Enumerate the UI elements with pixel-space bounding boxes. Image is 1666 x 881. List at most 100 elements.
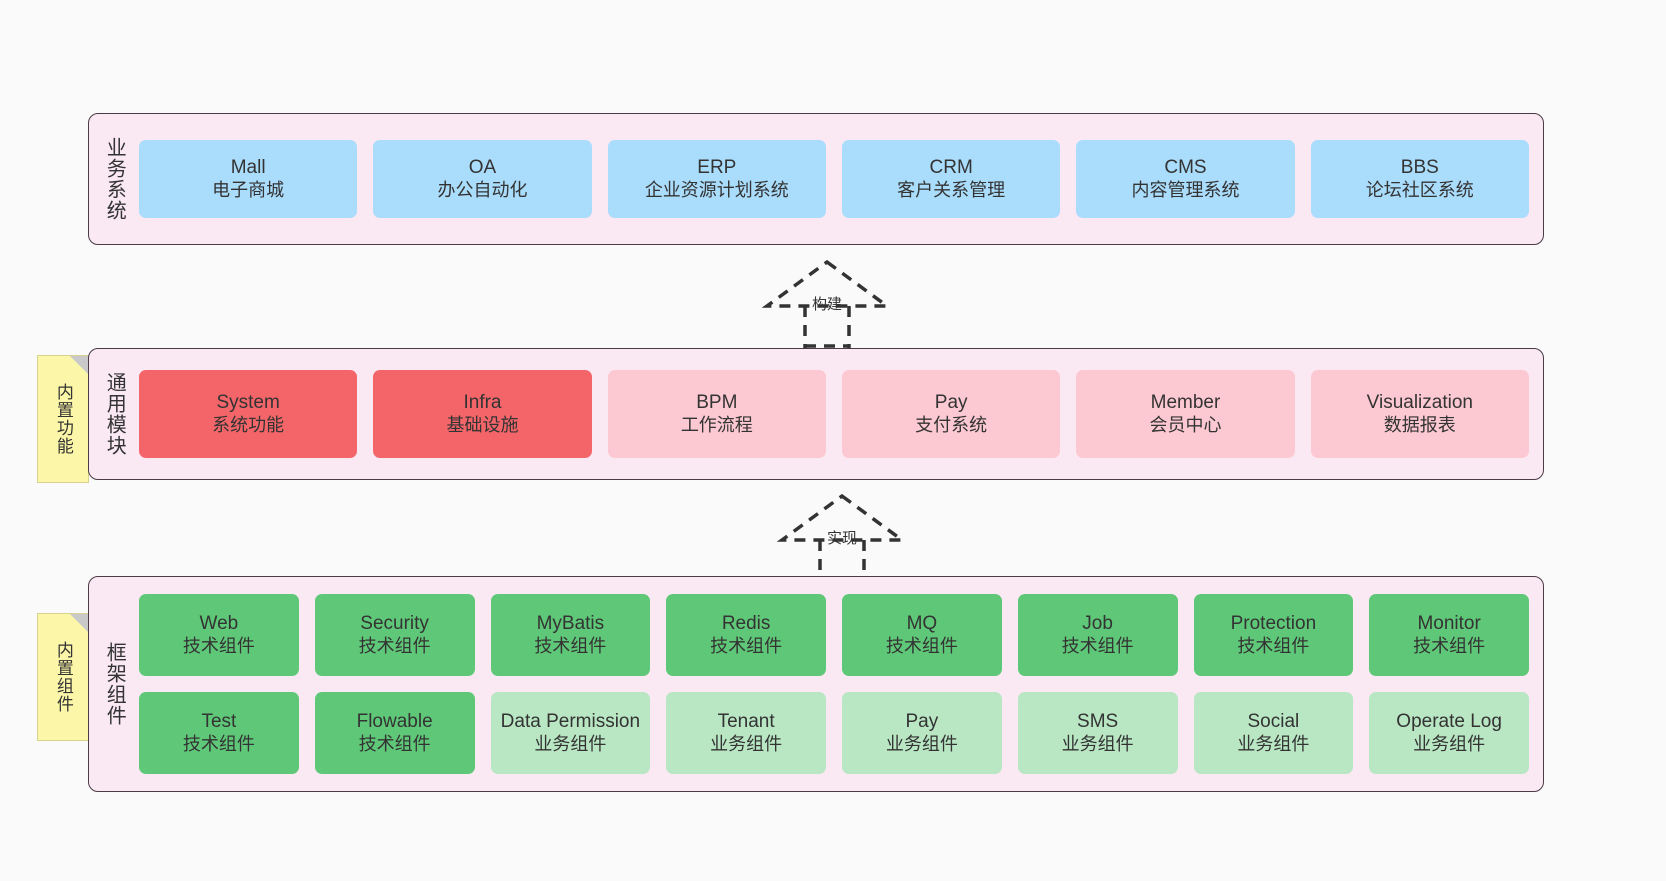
layer-body-common-modules: System 系统功能 Infra 基础设施 BPM 工作流程 Pay 支付系统… — [139, 349, 1543, 479]
card-subtitle: 业务组件 — [885, 733, 958, 754]
card-bpm[interactable]: BPM 工作流程 — [607, 370, 826, 458]
card-title: Redis — [721, 613, 771, 635]
card-subtitle: 技术组件 — [182, 733, 255, 754]
layer-business-systems: 业务系统 Mall 电子商城 OA 办公自动化 ERP 企业资源计划系统 CRM… — [88, 113, 1544, 245]
generalization-arrow-icon — [761, 259, 893, 348]
card-subtitle: 基础设施 — [446, 414, 519, 435]
card-web[interactable]: Web 技术组件 — [139, 594, 299, 676]
layer-title-framework-components: 框架组件 — [103, 642, 126, 726]
card-member[interactable]: Member 会员中心 — [1076, 370, 1295, 458]
card-subtitle: 系统功能 — [212, 414, 285, 435]
card-subtitle: 技术组件 — [182, 635, 255, 656]
card-mybatis[interactable]: MyBatis 技术组件 — [490, 594, 651, 676]
card-title: MyBatis — [536, 613, 605, 635]
layer-common-modules: 通用模块 System 系统功能 Infra 基础设施 BPM 工作流程 Pay… — [88, 348, 1544, 480]
card-row: Mall 电子商城 OA 办公自动化 ERP 企业资源计划系统 CRM 客户关系… — [139, 140, 1529, 218]
card-title: BPM — [696, 392, 738, 414]
note-text-builtin-functions: 内置功能 — [53, 383, 73, 455]
card-redis[interactable]: Redis 技术组件 — [666, 594, 826, 676]
card-row: Test 技术组件 Flowable 技术组件 Data Permission … — [139, 692, 1529, 774]
card-title: CRM — [929, 157, 973, 179]
card-bbs[interactable]: BBS 论坛社区系统 — [1310, 140, 1529, 218]
note-text-builtin-components: 内置组件 — [53, 641, 73, 713]
card-title: Visualization — [1366, 392, 1473, 414]
card-subtitle: 业务组件 — [1061, 733, 1134, 754]
card-title: System — [216, 392, 280, 414]
card-tenant[interactable]: Tenant 业务组件 — [666, 692, 826, 774]
card-subtitle: 技术组件 — [358, 635, 431, 656]
card-protection[interactable]: Protection 技术组件 — [1193, 594, 1354, 676]
card-subtitle: 支付系统 — [915, 414, 988, 435]
card-title: Pay — [905, 711, 939, 733]
card-title: Security — [360, 613, 429, 635]
card-title: BBS — [1400, 157, 1439, 179]
card-title: Test — [201, 711, 237, 733]
card-subtitle: 电子商城 — [212, 179, 285, 200]
card-row: System 系统功能 Infra 基础设施 BPM 工作流程 Pay 支付系统… — [139, 370, 1529, 458]
card-sms[interactable]: SMS 业务组件 — [1017, 692, 1178, 774]
layer-title-business-systems: 业务系统 — [103, 137, 126, 221]
layer-title-common-modules: 通用模块 — [103, 372, 126, 456]
layer-framework-components: 框架组件 Web 技术组件 Security 技术组件 MyBatis 技术组件… — [88, 576, 1544, 792]
card-erp[interactable]: ERP 企业资源计划系统 — [607, 140, 826, 218]
card-title: Member — [1150, 392, 1221, 414]
card-title: Protection — [1230, 613, 1317, 635]
card-subtitle: 技术组件 — [1237, 635, 1310, 656]
card-pay-module[interactable]: Pay 支付系统 — [841, 370, 1061, 458]
note-fold-corner-icon — [70, 356, 88, 374]
card-title: MQ — [906, 613, 938, 635]
card-subtitle: 工作流程 — [680, 414, 753, 435]
card-cms[interactable]: CMS 内容管理系统 — [1076, 140, 1295, 218]
card-social[interactable]: Social 业务组件 — [1193, 692, 1354, 774]
card-title: Operate Log — [1396, 711, 1502, 733]
card-title: OA — [468, 157, 497, 179]
card-crm[interactable]: CRM 客户关系管理 — [841, 140, 1061, 218]
card-subtitle: 业务组件 — [1237, 733, 1310, 754]
note-fold-corner-icon — [70, 614, 88, 632]
card-system[interactable]: System 系统功能 — [139, 370, 358, 458]
card-subtitle: 技术组件 — [534, 635, 607, 656]
card-subtitle: 业务组件 — [534, 733, 607, 754]
note-builtin-functions: 内置功能 — [37, 355, 89, 483]
card-subtitle: 论坛社区系统 — [1365, 179, 1474, 200]
card-subtitle: 技术组件 — [358, 733, 431, 754]
card-title: Web — [199, 613, 239, 635]
card-title: CMS — [1164, 157, 1207, 179]
card-title: Monitor — [1417, 613, 1481, 635]
card-title: ERP — [697, 157, 737, 179]
card-data-permission[interactable]: Data Permission 业务组件 — [490, 692, 651, 774]
card-title: Job — [1082, 613, 1113, 635]
card-operate-log[interactable]: Operate Log 业务组件 — [1369, 692, 1529, 774]
connector-label-build: 构建 — [812, 296, 843, 313]
card-test[interactable]: Test 技术组件 — [139, 692, 299, 774]
card-title: Pay — [934, 392, 968, 414]
card-mall[interactable]: Mall 电子商城 — [139, 140, 358, 218]
card-infra[interactable]: Infra 基础设施 — [373, 370, 592, 458]
card-mq[interactable]: MQ 技术组件 — [842, 594, 1002, 676]
card-title: SMS — [1077, 711, 1119, 733]
card-oa[interactable]: OA 办公自动化 — [373, 140, 592, 218]
card-job[interactable]: Job 技术组件 — [1017, 594, 1178, 676]
card-flowable[interactable]: Flowable 技术组件 — [314, 692, 475, 774]
card-security[interactable]: Security 技术组件 — [314, 594, 475, 676]
card-title: Data Permission — [500, 711, 641, 733]
card-subtitle: 客户关系管理 — [897, 179, 1006, 200]
card-title: Tenant — [717, 711, 775, 733]
note-builtin-components: 内置组件 — [37, 613, 89, 741]
card-title: Flowable — [356, 711, 433, 733]
card-subtitle: 企业资源计划系统 — [644, 179, 789, 200]
layer-body-business-systems: Mall 电子商城 OA 办公自动化 ERP 企业资源计划系统 CRM 客户关系… — [139, 114, 1543, 244]
connector-implement: 实现 — [765, 492, 925, 582]
card-subtitle: 办公自动化 — [437, 179, 528, 200]
card-pay-component[interactable]: Pay 业务组件 — [842, 692, 1002, 774]
card-subtitle: 会员中心 — [1149, 414, 1222, 435]
card-subtitle: 业务组件 — [1413, 733, 1486, 754]
card-subtitle: 技术组件 — [1061, 635, 1134, 656]
card-visualization[interactable]: Visualization 数据报表 — [1310, 370, 1529, 458]
card-subtitle: 技术组件 — [885, 635, 958, 656]
card-subtitle: 技术组件 — [710, 635, 783, 656]
card-subtitle: 数据报表 — [1383, 414, 1456, 435]
card-monitor[interactable]: Monitor 技术组件 — [1369, 594, 1529, 676]
card-title: Infra — [463, 392, 502, 414]
